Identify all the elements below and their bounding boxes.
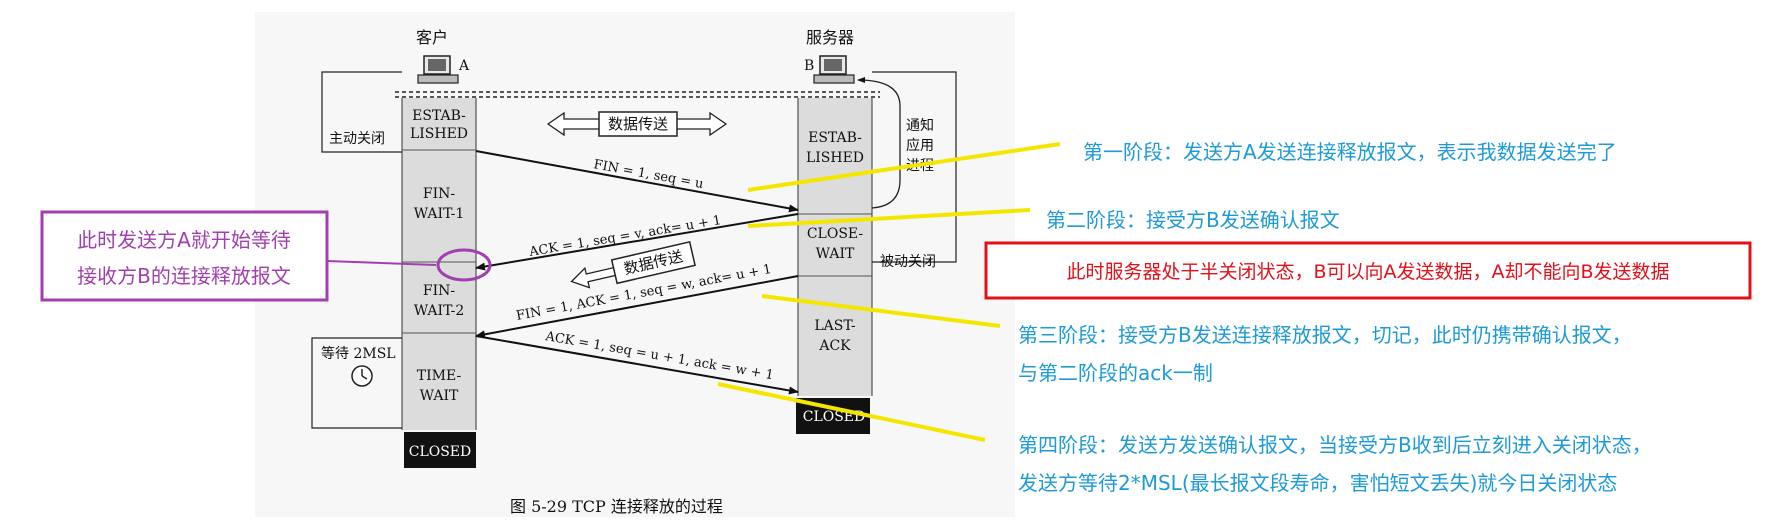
message-arrow-fin2 — [475, 275, 799, 339]
highlight-line-phase1 — [747, 142, 1061, 192]
server-timeline — [798, 98, 872, 396]
waiting-annotation-box — [40, 210, 329, 302]
highlight-line-phase3 — [761, 294, 1001, 328]
active-close-label: 主动关闭 — [329, 131, 385, 147]
server-letter: B — [804, 58, 814, 74]
notify-app-arrow — [857, 77, 901, 209]
client-letter: A — [458, 58, 470, 74]
waiting-annotation-line-2: 接收方B的连接释放报文 — [77, 264, 291, 288]
wait-2msl-label: 等待 2MSL — [321, 345, 396, 362]
message-arrow-fin1 — [475, 150, 799, 213]
message-arrow-ack1 — [475, 213, 799, 271]
active-close-loop — [321, 71, 402, 153]
client-state-timewait-1: TIME- — [417, 368, 462, 384]
client-state-finwait2-1: FIN- — [423, 283, 455, 299]
client-state-timewait-2: WAIT — [420, 388, 459, 404]
waiting-annotation-line-1: 此时发送方A就开始等待 — [77, 228, 291, 252]
client-label: 客户 — [416, 28, 448, 47]
clock-icon — [351, 365, 373, 387]
phase3-annotation-line-1: 第三阶段：接受方B发送连接释放报文，切记，此时仍携带确认报文， — [1018, 323, 1632, 347]
client-state-closed: CLOSED — [409, 444, 472, 460]
server-state-established-2: LISHED — [806, 150, 864, 166]
phase4-annotation-line-1: 第四阶段：发送方发送确认报文，当接受方B收到后立刻进入关闭状态， — [1018, 433, 1652, 457]
waiting-highlight-circle — [436, 248, 492, 282]
phase2-annotation: 第二阶段：接受方B发送确认报文 — [1046, 208, 1340, 232]
client-state-finwait1-2: WAIT-1 — [414, 206, 465, 222]
half-close-annotation: 此时服务器处于半关闭状态，B可以向A发送数据，A却不能向B发送数据 — [1066, 261, 1669, 283]
client-state-established-2: LISHED — [410, 126, 468, 142]
server-state-closewait-1: CLOSE- — [807, 226, 864, 242]
notify-app-label-2: 应用 — [906, 137, 934, 154]
half-close-annotation-box — [984, 241, 1752, 300]
server-state-lastack-1: LAST- — [814, 318, 856, 334]
highlight-line-phase4 — [717, 382, 986, 442]
passive-close-loop — [872, 71, 957, 263]
client-state-finwait2-2: WAIT-2 — [414, 303, 465, 319]
timewait-loop — [311, 337, 402, 429]
server-computer-icon — [813, 55, 855, 84]
server-state-closewait-2: WAIT — [816, 246, 855, 262]
figure-caption: 图 5-29 TCP 连接释放的过程 — [510, 497, 723, 516]
passive-close-label: 被动关闭 — [880, 254, 936, 270]
phase1-annotation: 第一阶段：发送方A发送连接释放报文，表示我数据发送完了 — [1083, 140, 1617, 164]
client-state-finwait1-1: FIN- — [423, 186, 455, 202]
client-computer-icon — [417, 55, 459, 84]
waiting-connector-line — [326, 260, 437, 266]
server-state-lastack-2: ACK — [818, 338, 851, 354]
notify-app-label-1: 通知 — [906, 117, 934, 134]
phase3-annotation-line-2: 与第二阶段的ack一制 — [1018, 361, 1213, 385]
client-closed-box — [404, 432, 476, 468]
data-transfer-top-label: 数据传送 — [608, 115, 668, 133]
server-label: 服务器 — [806, 28, 854, 47]
server-state-established-1: ESTAB- — [808, 130, 862, 146]
data-transfer-top: 数据传送 — [546, 111, 728, 137]
client-state-established-1: ESTAB- — [412, 108, 466, 124]
highlight-line-phase2 — [747, 208, 1031, 228]
message-arrow-ack2 — [475, 335, 799, 395]
phase4-annotation-line-2: 发送方等待2*MSL(最长报文段寿命，害怕短文丢失)就今日关闭状态 — [1018, 471, 1617, 495]
